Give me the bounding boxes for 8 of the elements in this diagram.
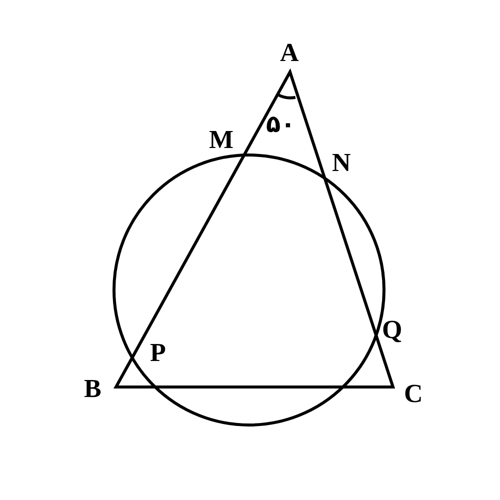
point-label: M xyxy=(209,127,234,153)
point-label: Q xyxy=(382,317,402,343)
point-label: C xyxy=(404,381,423,407)
angle-label: ۵۰ xyxy=(266,112,296,136)
point-label: N xyxy=(332,150,351,176)
point-label: B xyxy=(84,376,102,402)
point-label: P xyxy=(150,340,166,366)
point-label: A xyxy=(280,40,299,66)
